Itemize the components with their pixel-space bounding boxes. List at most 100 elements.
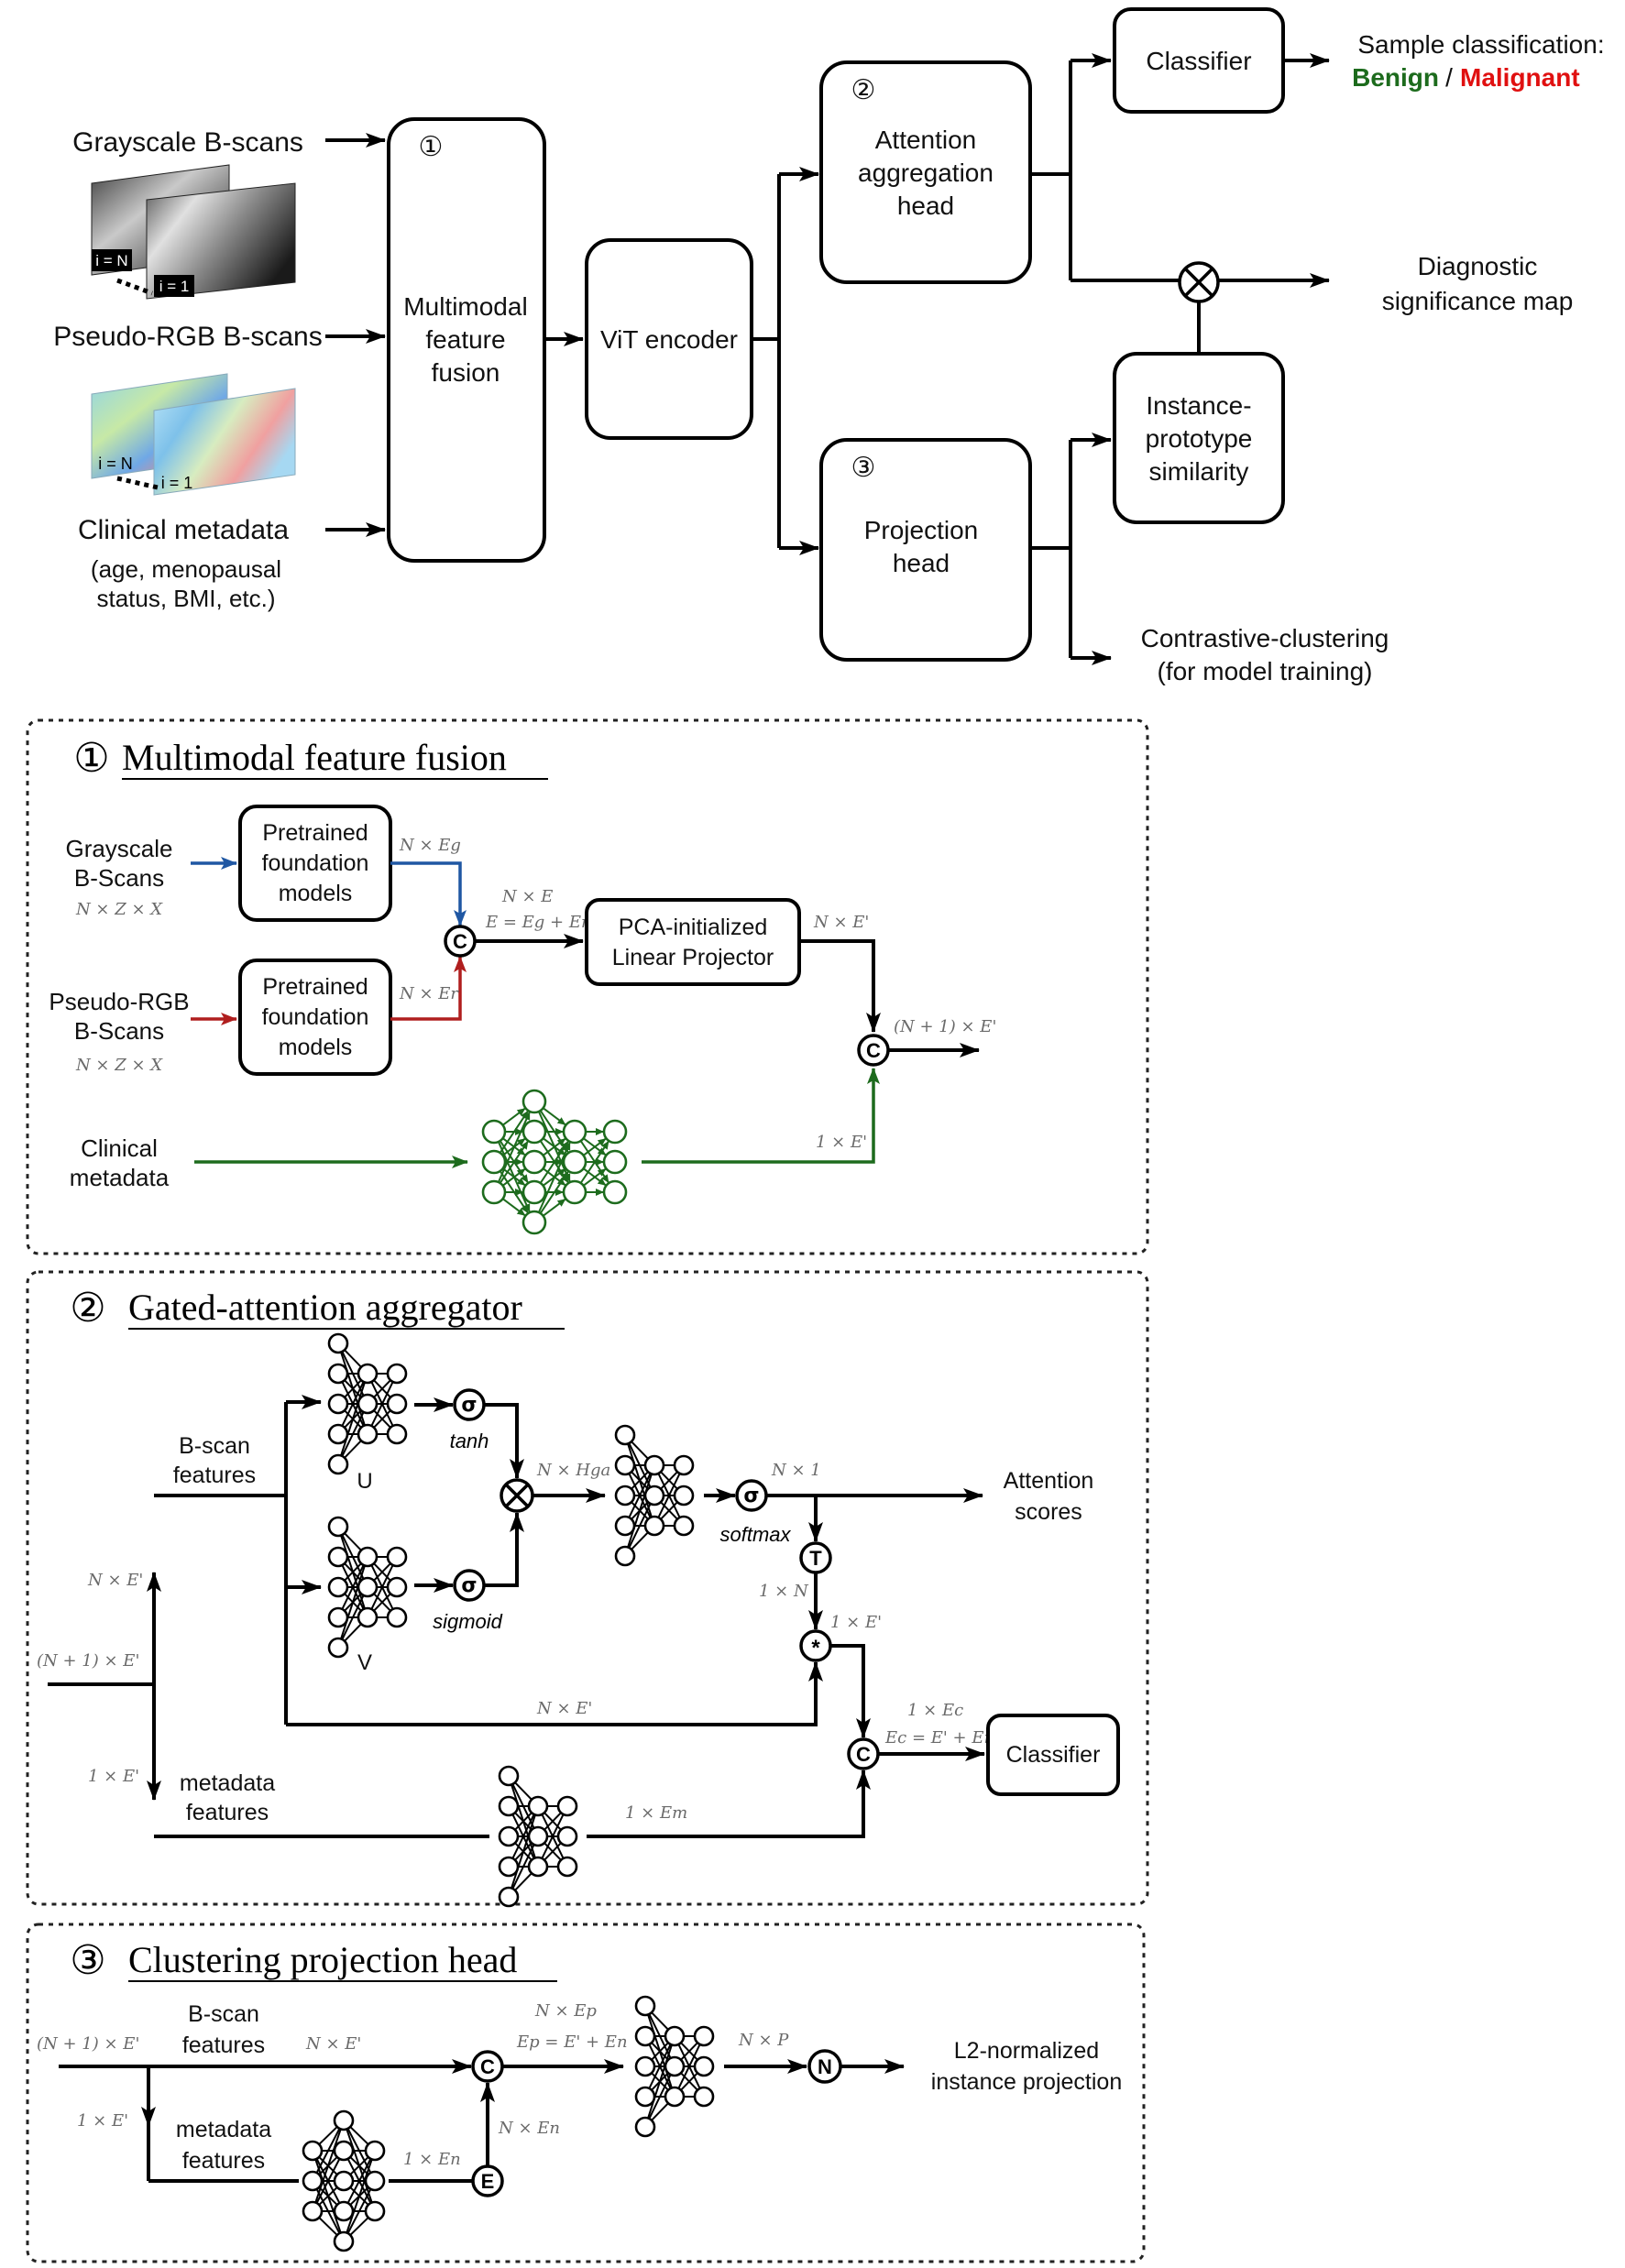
expand-op: E [471,2164,504,2197]
panel3-output-label-1: L2-normalized [954,2038,1099,2064]
panel2-ec-eq: Ec = E' + Em [884,1728,1000,1748]
panel3-meta-label-1: metadata [176,2117,271,2142]
panel2-concat-op: C [847,1737,880,1770]
panel3-nen-dim: N × En [498,2119,560,2138]
attention-weight-network [614,1424,695,1567]
network-node [333,2200,355,2222]
network-node [614,1545,636,1567]
panel1-concat-op-1: C [444,925,477,958]
panel1-clinical-label-1: Clinical [81,1134,158,1162]
network-node [556,1856,578,1878]
network-node [562,1149,587,1175]
panel2-frame [26,1270,1149,1906]
matmul-symbol: * [811,1636,820,1660]
network-connection [651,2042,669,2061]
network-connection [514,1872,533,1891]
network-node [522,1149,547,1175]
network-node [327,1423,349,1445]
panel-multimodal-fusion: ① Multimodal feature fusion Grayscale B-… [26,718,1149,1255]
network-node [386,1546,408,1568]
panel3-output-label-2: instance projection [931,2069,1122,2095]
network-connection [631,1471,649,1490]
network-node [333,2109,355,2131]
panel1-pseudo-label-2: B-Scans [74,1017,164,1045]
network-node [614,1515,636,1537]
sigmoid-to-gate-arrow [484,1512,524,1587]
l2-norm-op: N [807,2049,842,2084]
network-connection [341,1564,365,1610]
network-connection [344,1349,362,1368]
network-node [364,2140,386,2162]
network-connection [631,1441,649,1460]
network-connection [648,2043,672,2089]
network-node [556,1795,578,1817]
similarity-label-3: similarity [1149,457,1249,486]
network-node [357,1576,379,1598]
panel2-concat-label: C [856,1743,871,1766]
panel1-concat-1-label: C [453,930,467,953]
pseudo-rgb-stack-dots [116,476,159,490]
pseudo-rgb-slice-n-label: i = N [98,455,133,473]
network-node [522,1089,547,1114]
network-connection [373,1562,391,1582]
network-connection [543,1842,562,1861]
network-connection [344,1379,362,1398]
network-node [498,1856,520,1878]
gate-multiply-op [500,1478,534,1513]
network-node [527,1795,549,1817]
attention-scores-label-1: Attention [1004,1468,1094,1494]
network-connection [346,2159,373,2233]
v-network [327,1516,408,1659]
bscan-to-matmul-arrow [286,1661,823,1726]
network-connection [542,1107,567,1126]
similarity-label-2: prototype [1146,424,1253,453]
vit-encoder-label: ViT encoder [600,325,738,354]
attention-scores-label-2: scores [1015,1499,1082,1525]
fusion-block-label-2: feature [425,325,505,354]
network-node [522,1119,547,1145]
transpose-op: T [799,1541,832,1574]
pseudo-model-label-3: models [279,1035,353,1060]
network-node [673,1485,695,1507]
network-node [386,1576,408,1598]
panel1-ne-prime-dim: N × E' [813,913,869,932]
softmax-sigma-symbol: σ [743,1485,759,1507]
softmax-label: softmax [719,1523,791,1546]
network-connection [648,2074,672,2120]
clinical-input-label: Clinical metadata [78,515,289,545]
panel2-nhga-dim: N × Hga [536,1461,610,1480]
network-node [357,1423,379,1445]
grayscale-bscan-stack: i = N i = 1 [91,164,296,300]
diagnostic-map-label-2: significance map [1382,287,1574,315]
grayscale-slice-n-label: i = N [95,252,127,269]
network-connection [647,2044,673,2119]
network-node [327,1606,349,1628]
network-node [327,1332,349,1354]
network-node [481,1149,507,1175]
pseudo-rgb-slice-1-label: i = 1 [161,474,193,492]
network-connection [677,2043,701,2089]
network-connection [344,1562,362,1582]
panel2-meta-label-1: metadata [180,1770,275,1796]
clinical-input-note-1: (age, menopausal [91,555,281,583]
mlp-to-concat-arrow [642,1068,880,1164]
network-node [643,1454,665,1476]
network-connection [582,1167,608,1187]
grayscale-slice-n-tag [92,249,132,271]
network-node [327,1637,349,1659]
linear-projector-block [585,898,801,986]
panel2-onen-dim: 1 × N [759,1582,809,1601]
tanh-label: tanh [450,1430,489,1452]
class-separator: / [1445,63,1453,92]
network-node [481,1179,507,1205]
network-node [614,1485,636,1507]
diagnostic-map-label-1: Diagnostic [1418,252,1538,280]
panel2-onem-dim: 1 × Em [625,1803,687,1823]
attention-head-label-1: Attention [875,126,977,154]
sigmoid-op: σ [453,1569,486,1602]
network-node [673,1454,695,1476]
network-connection [542,1198,567,1217]
clinical-mlp-network [481,1089,628,1235]
network-connection [346,2158,372,2204]
sigmoid-label: sigmoid [433,1610,503,1633]
